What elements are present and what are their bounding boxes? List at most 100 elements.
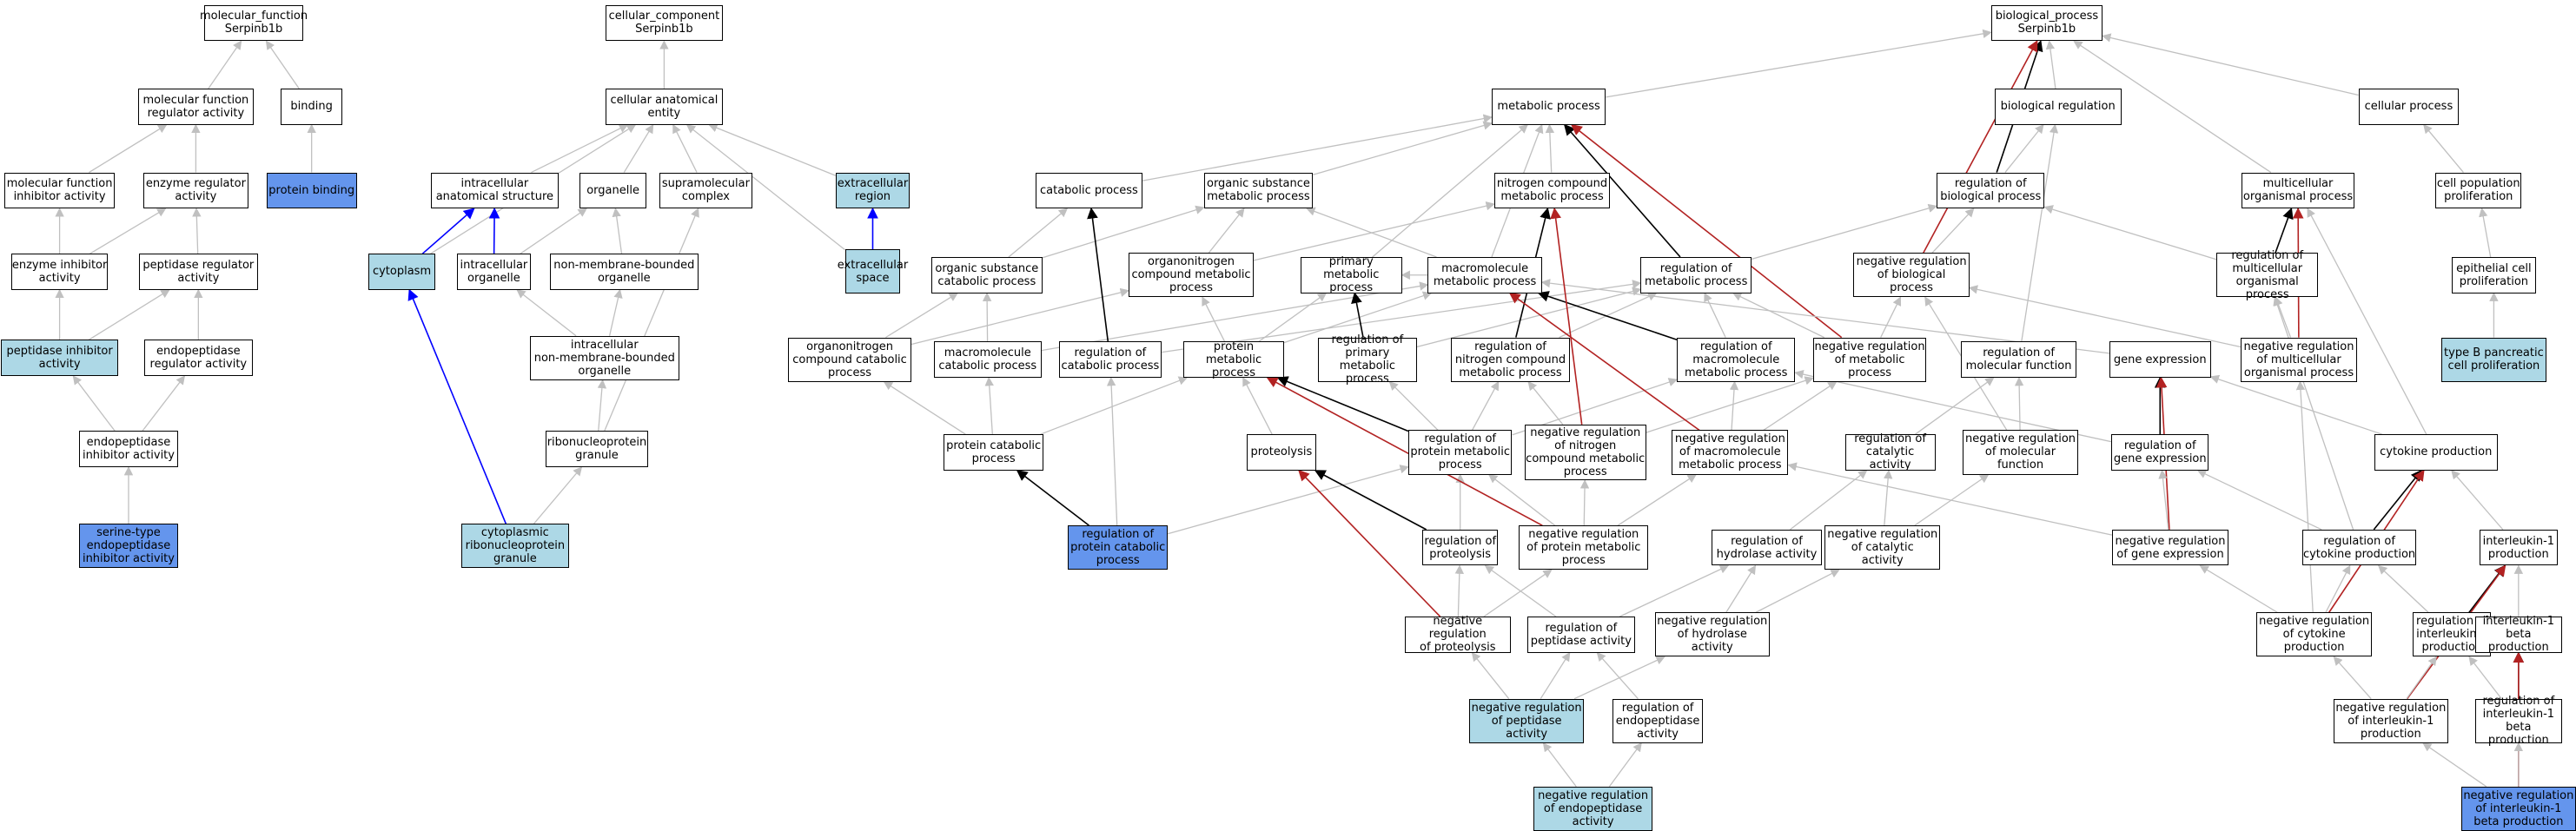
- node-organic-substance-catabolic-process: organic substance catabolic process: [930, 256, 1043, 293]
- edge-macro_met-to-org_sub: [1306, 207, 1437, 258]
- node-organelle: organelle: [579, 172, 646, 209]
- edge-reg_prim-to-reg_met: [1416, 287, 1642, 348]
- edge-neg_reg_endopep-to-reg_endopep: [1608, 742, 1642, 788]
- node-non-membrane-bounded-organelle: non-membrane-bounded organelle: [549, 254, 699, 290]
- edge-reg_prot_cat-to-reg_prot_met: [1167, 465, 1409, 535]
- node-negative-regulation-of-catalytic-activity: negative regulation of catalytic activit…: [1824, 525, 1941, 570]
- node-protein-binding: protein binding: [266, 172, 357, 209]
- edge-macro_cat-to-macro_met: [1041, 281, 1429, 352]
- node-regulation-of-multicellular-organismal-process: regulation of multicellular organismal p…: [2216, 249, 2319, 301]
- edge-pep_reg-to-enz_reg: [192, 208, 202, 254]
- node-intracellular-non-membrane-bounded-organelle: intracellular non-membrane-bounded organ…: [530, 335, 679, 380]
- edge-neg_reg_macro-to-reg_macro: [1729, 380, 1739, 431]
- edge-organelle-to-cell_anat: [623, 123, 654, 173]
- node-negative-regulation-of-multicellular-organismal-process: negative regulation of multicellular org…: [2240, 337, 2358, 382]
- node-regulation-of-macromolecule-metabolic-process: regulation of macromolecule metabolic pr…: [1677, 337, 1796, 382]
- edge-reg_cytok-to-reg_gene: [2196, 470, 2322, 531]
- edge-reg_multi-to-reg_bio: [2043, 205, 2217, 261]
- node-negative-regulation-of-gene-expression: negative regulation of gene expression: [2111, 529, 2229, 566]
- node-regulation-of-primary-metabolic-process: regulation of primary metabolic process: [1318, 333, 1417, 386]
- node-regulation-of-cytokine-production: regulation of cytokine production: [2301, 529, 2417, 566]
- edge-cyto_rnp-to-rnp_granule: [533, 466, 583, 524]
- edge-primary-to-metabolic: [1372, 124, 1529, 258]
- edge-orgnit_met-to-org_sub: [1208, 208, 1245, 254]
- edge-reg_met-to-reg_bio: [1751, 203, 1938, 261]
- edge-catabolic-to-metabolic: [1142, 114, 1493, 181]
- edge-neg_reg_catal-to-reg_catal: [1883, 469, 1893, 526]
- node-regulation-of-metabolic-process: regulation of metabolic process: [1640, 256, 1752, 293]
- edge-cell_pop-to-cell_proc: [2423, 123, 2464, 173]
- edge-reg_proteol-to-proteolysis: [1314, 470, 1427, 531]
- edge-reg_endopep-to-reg_pep: [1596, 651, 1639, 700]
- node-negative-regulation-of-interleukin-1-beta-production: negative regulation of interleukin-1 bet…: [2460, 786, 2576, 831]
- node-regulation-of-nitrogen-compound-metabolic-process: regulation of nitrogen compound metaboli…: [1451, 337, 1570, 382]
- node-interleukin-1-production: interleukin-1 production: [2479, 529, 2558, 566]
- node-serine-type-endopeptidase-inhibitor-activity: serine-type endopeptidase inhibitor acti…: [78, 524, 179, 569]
- edge-org_sub_cat-to-catabolic: [1008, 208, 1069, 258]
- edge-neg_reg_nit-to-nitrogen: [1550, 207, 1583, 425]
- node-ribonucleoprotein-granule: ribonucleoprotein granule: [545, 431, 649, 467]
- edge-neg_reg_prot_met-to-prot_met: [1266, 377, 1543, 526]
- node-cytoplasm: cytoplasm: [368, 254, 436, 290]
- node-metabolic-process: metabolic process: [1491, 89, 1606, 125]
- edge-macro_cat-to-org_sub_cat: [982, 292, 992, 342]
- edge-bio_reg-to-bp_root: [2045, 40, 2056, 89]
- edge-neg_reg_multi-to-reg_multi: [2274, 296, 2292, 338]
- node-regulation-of-gene-expression: regulation of gene expression: [2111, 434, 2209, 471]
- edge-neg_reg_met-to-metabolic: [1571, 123, 1843, 339]
- edge-neg_reg_cytok-to-neg_reg_multi: [2295, 380, 2314, 613]
- node-supramolecular-complex: supramolecular complex: [659, 172, 753, 209]
- node-nitrogen-compound-metabolic-process: nitrogen compound metabolic process: [1493, 172, 1611, 209]
- edge-reg_cytok-to-reg_multi: [2273, 296, 2354, 531]
- edge-cyto_rnp-to-cytoplasm: [407, 288, 507, 524]
- edge-supramol-to-cell_anat: [672, 123, 698, 173]
- edge-pep_inhib-to-pep_reg: [88, 289, 170, 341]
- node-negative-regulation-of-peptidase-activity: negative regulation of peptidase activit…: [1468, 698, 1585, 743]
- node-enzyme-inhibitor-activity: enzyme inhibitor activity: [10, 254, 109, 290]
- edge-extra_space-to-cell_anat: [685, 124, 846, 251]
- node-negative-regulation-of-macromolecule-metabolic-process: negative regulation of macromolecule met…: [1672, 430, 1789, 475]
- edge-neg_reg_proteol-to-neg_reg_prot_met: [1483, 569, 1553, 617]
- edge-prot_cat-to-prot_met: [1040, 376, 1189, 435]
- edge-extra_region-to-cell_anat: [708, 123, 837, 176]
- edge-reg_cat-to-reg_met: [1162, 280, 1642, 353]
- edge-reg_prot_met-to-reg_nit: [1471, 380, 1500, 431]
- node-cytoplasmic-ribonucleoprotein-granule: cytoplasmic ribonucleoprotein granule: [460, 524, 570, 569]
- node-interleukin-1-beta-production: interleukin-1 beta production: [2474, 615, 2562, 654]
- edge-neg_reg_prot_met-to-neg_reg_nit: [1579, 479, 1590, 526]
- node-type-b-pancreatic-cell-proliferation: type B pancreatic cell proliferation: [2440, 337, 2547, 382]
- edge-intra_nonmem-to-intra_org: [516, 289, 577, 337]
- node-regulation-of-biological-process: regulation of biological process: [1937, 172, 2045, 209]
- node-regulation-of-interleukin-1-beta-production: regulation of interleukin-1 beta product…: [2474, 695, 2562, 747]
- edge-reg_prot_met-to-prot_met: [1276, 376, 1409, 432]
- edge-neg_reg_proteol-to-proteolysis: [1298, 469, 1441, 617]
- edge-org_sub-to-metabolic: [1312, 121, 1493, 175]
- node-intracellular-anatomical-structure: intracellular anatomical structure: [430, 172, 559, 209]
- node-biological-process-root: biological_process Serpinb1b: [1990, 4, 2103, 42]
- node-macromolecule-catabolic-process: macromolecule catabolic process: [934, 341, 1042, 378]
- node-proteolysis: proteolysis: [1247, 434, 1316, 471]
- node-negative-regulation-of-biological-process: negative regulation of biological proces…: [1853, 253, 1970, 298]
- edge-cytokine-to-gene_expr: [2209, 374, 2383, 435]
- edge-reg_pep-to-reg_proteol: [1484, 564, 1557, 617]
- node-cytokine-production: cytokine production: [2374, 434, 2498, 471]
- node-endopeptidase-inhibitor-activity: endopeptidase inhibitor activity: [78, 431, 179, 467]
- edge-binding-to-mf_root: [265, 40, 300, 89]
- edge-neg_reg_molf-to-reg_molf: [2014, 376, 2024, 431]
- edge-epith-to-cell_pop: [2479, 208, 2492, 258]
- edge-reg_prot_cat-to-prot_cat: [1016, 470, 1089, 526]
- node-organonitrogen-compound-catabolic-process: organonitrogen compound catabolic proces…: [787, 337, 912, 382]
- node-enzyme-regulator-activity: enzyme regulator activity: [143, 172, 248, 209]
- node-cellular-process: cellular process: [2358, 89, 2460, 125]
- edge-neg_reg_nit-to-reg_nit: [1527, 380, 1564, 425]
- edge-orgnit_cat-to-orgnit_met: [911, 287, 1129, 346]
- edge-cytoplasm-to-intra_anat: [421, 208, 475, 254]
- edge-reg_il1b-to-reg_il1: [2468, 656, 2502, 700]
- edge-reg_il1-to-reg_cytok: [2377, 564, 2429, 613]
- node-negative-regulation-of-cytokine-production: negative regulation of cytokine producti…: [2256, 612, 2372, 657]
- node-multicellular-organismal-process: multicellular organismal process: [2241, 172, 2355, 209]
- edge-neg_reg_nit-to-neg_reg_met: [1646, 376, 1814, 433]
- edge-neg_reg_gene-to-reg_gene: [2158, 469, 2169, 530]
- edge-reg_catal-to-reg_molf: [1915, 377, 1995, 435]
